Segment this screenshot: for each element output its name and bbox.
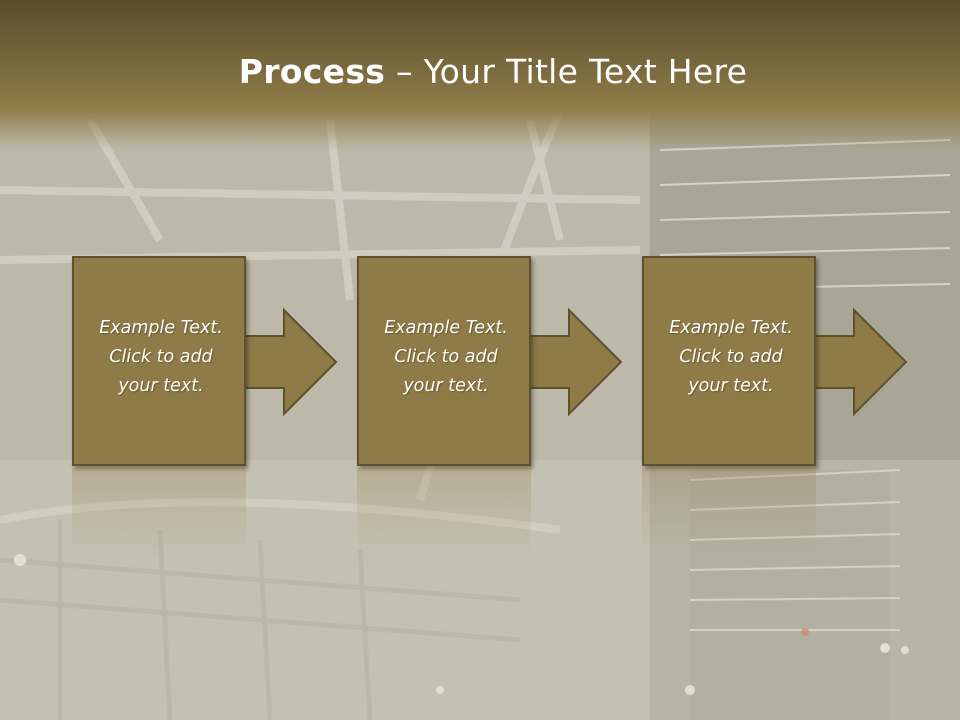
process-step-2[interactable]: Example Text. Click to add your text. bbox=[357, 256, 627, 558]
step-reflection bbox=[72, 468, 246, 558]
step-reflection bbox=[642, 468, 816, 558]
slide-title-bold: Process bbox=[238, 52, 386, 91]
process-step-text[interactable]: Example Text. Click to add your text. bbox=[99, 318, 223, 396]
process-step-text[interactable]: Example Text. Click to add your text. bbox=[384, 318, 508, 396]
step-reflection bbox=[357, 468, 531, 558]
title-bar bbox=[0, 0, 960, 150]
process-step-box[interactable]: Example Text. Click to add your text. bbox=[357, 256, 531, 466]
process-step-box[interactable]: Example Text. Click to add your text. bbox=[642, 256, 816, 466]
slide-title-rest: – Your Title Text Here bbox=[385, 52, 748, 91]
process-step-1[interactable]: Example Text. Click to add your text. bbox=[72, 256, 342, 558]
slide-title[interactable]: Process – Your Title Text Here bbox=[0, 52, 960, 91]
process-step-text[interactable]: Example Text. Click to add your text. bbox=[669, 318, 793, 396]
process-step-3[interactable]: Example Text. Click to add your text. bbox=[642, 256, 912, 558]
process-step-box[interactable]: Example Text. Click to add your text. bbox=[72, 256, 246, 466]
